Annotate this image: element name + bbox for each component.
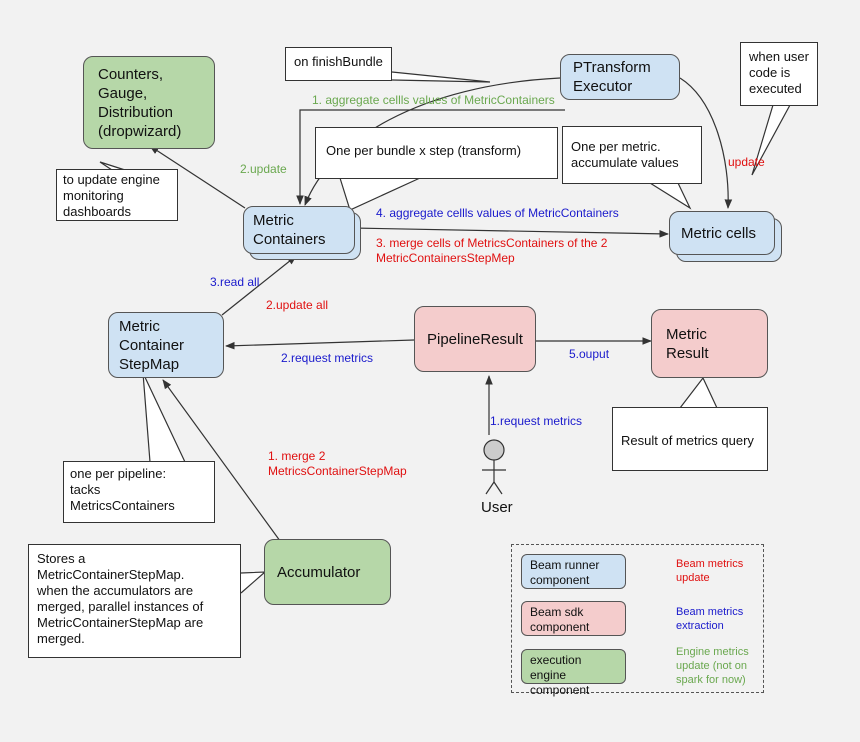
- legend-runner: Beam runner component: [521, 554, 626, 589]
- node-metric-cells-label: Metric cells: [681, 224, 757, 242]
- note-monitoring: to update engine monitoring dashboards: [56, 169, 178, 221]
- note-stores: Stores a MetricContainerStepMap. when th…: [28, 544, 241, 658]
- edge-aggregate-finishbundle: [296, 109, 565, 205]
- node-counters[interactable]: Counters, Gauge, Distribution (dropwizar…: [83, 56, 215, 149]
- edge-label-read-all: 3.read all: [210, 275, 260, 289]
- edge-label-aggregate1: 1. aggregate cellls values of MetricCont…: [312, 93, 555, 107]
- edge-executor-cells: [679, 77, 733, 209]
- callout-pointer: [142, 372, 186, 463]
- node-metric-containers-label: Metric Containers: [253, 212, 326, 248]
- note-per-bundle: One per bundle x step (transform): [315, 127, 558, 179]
- callout-pointer: [679, 376, 718, 409]
- node-step-map-label: Metric Container StepMap: [119, 317, 185, 373]
- node-pipeline-result[interactable]: PipelineResult: [414, 306, 536, 372]
- legend-metrics-update: Beam metrics update: [676, 558, 744, 584]
- edge-read-all: [221, 255, 297, 316]
- legend-engine-update: Engine metrics update (not on spark for …: [676, 646, 749, 686]
- edge-label-output5: 5.ouput: [569, 347, 610, 361]
- edge-merge-stepmap: [162, 379, 284, 546]
- edge-label-merge3: 3. merge cells of MetricsContainers of t…: [376, 236, 608, 265]
- note-per-metric: One per metric. accumulate values: [562, 126, 702, 184]
- edge-label-update-red: update: [728, 155, 765, 169]
- node-metric-result-label: Metric Result: [666, 325, 709, 362]
- edge-aggregate-cells: [351, 227, 669, 238]
- note-query-result: Result of metrics query: [612, 407, 768, 471]
- edge-label-update2: 2.update: [240, 162, 287, 176]
- node-metric-cells[interactable]: Metric cells: [669, 211, 775, 255]
- node-metric-containers[interactable]: Metric Containers: [243, 206, 355, 254]
- user-label: User: [481, 499, 513, 516]
- note-when-user-code: when user code is executed: [740, 42, 818, 106]
- edge-executor-containers: [304, 77, 561, 206]
- node-step-map[interactable]: Metric Container StepMap: [108, 312, 224, 378]
- edge-request-stepmap: [225, 339, 415, 350]
- note-per-pipeline: one per pipeline: tacks MetricsContainer…: [63, 461, 215, 523]
- legend: Beam runner component Beam sdk component…: [511, 544, 764, 697]
- node-metric-result[interactable]: Metric Result: [651, 309, 768, 378]
- node-accumulator-label: Accumulator: [277, 563, 361, 581]
- edge-label-update-all: 2.update all: [266, 298, 329, 312]
- legend-metrics-extraction: Beam metrics extraction: [676, 606, 744, 632]
- legend-engine: execution engine component: [521, 649, 626, 697]
- callout-pointer: [99, 161, 126, 171]
- edge-label-merge1: 1. merge 2 MetricsContainerStepMap: [268, 449, 407, 478]
- node-counters-label: Counters, Gauge, Distribution (dropwizar…: [98, 65, 182, 140]
- callout-pointer: [391, 71, 491, 83]
- edge-update-counters: [149, 145, 246, 209]
- legend-sdk: Beam sdk component: [521, 601, 626, 636]
- callout-pointer: [751, 104, 791, 176]
- edge-label-aggregate4: 4. aggregate cellls values of MetricCont…: [376, 206, 619, 220]
- node-accumulator[interactable]: Accumulator: [264, 539, 391, 605]
- node-ptransform-executor[interactable]: PTransform Executor: [560, 54, 680, 100]
- node-ptransform-executor-label: PTransform Executor: [573, 59, 651, 95]
- user-figure: [482, 439, 506, 495]
- callout-pointer: [240, 571, 267, 594]
- edge-label-request-metrics2: 2.request metrics: [281, 351, 374, 365]
- note-finish-bundle: on finishBundle: [285, 47, 392, 81]
- node-pipeline-result-label: PipelineResult: [427, 330, 523, 348]
- callout-pointer: [649, 182, 692, 210]
- edge-label-request-metrics1: 1.request metrics: [490, 414, 583, 428]
